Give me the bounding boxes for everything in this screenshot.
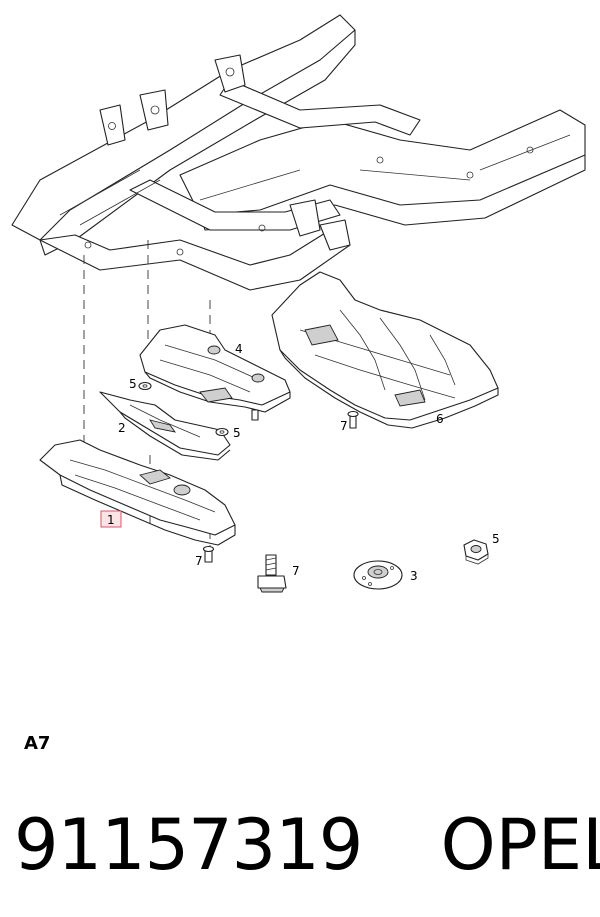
bracket-plate-part-2 (99, 391, 231, 461)
exploded-parts-diagram: 4 5 2 5 7 6 1 7 7 3 5 (11, 14, 586, 593)
callout-5b: 5 (233, 426, 241, 440)
part-number: 91157319 (14, 804, 363, 886)
small-fasteners (138, 381, 359, 563)
callout-2: 2 (118, 421, 126, 435)
brand-name: OPEL (440, 804, 600, 886)
callout-4: 4 (235, 342, 243, 356)
skid-plate-part-1 (39, 439, 236, 546)
footer: 91157319 OPEL (14, 800, 600, 890)
callout-7a: 7 (340, 419, 348, 433)
skid-plate-part-6 (271, 271, 499, 429)
callout-1: 1 (107, 513, 115, 527)
bolt-part-7 (257, 554, 287, 593)
callout-6: 6 (436, 412, 444, 426)
callout-3: 3 (410, 569, 418, 583)
skid-plate-part-4 (139, 324, 291, 413)
chassis-frame (11, 14, 586, 291)
nut-part-5 (463, 539, 489, 565)
callout-7c: 7 (292, 564, 300, 578)
diagram-code-label: A7 (24, 733, 51, 754)
callout-7b: 7 (195, 554, 203, 568)
callout-5a: 5 (129, 377, 137, 391)
callout-5c: 5 (492, 532, 500, 546)
washer-part-3 (353, 560, 403, 590)
callouts: 4 5 2 5 7 6 1 7 7 3 5 (100, 342, 500, 583)
highlight-box-part-1 (100, 510, 122, 528)
